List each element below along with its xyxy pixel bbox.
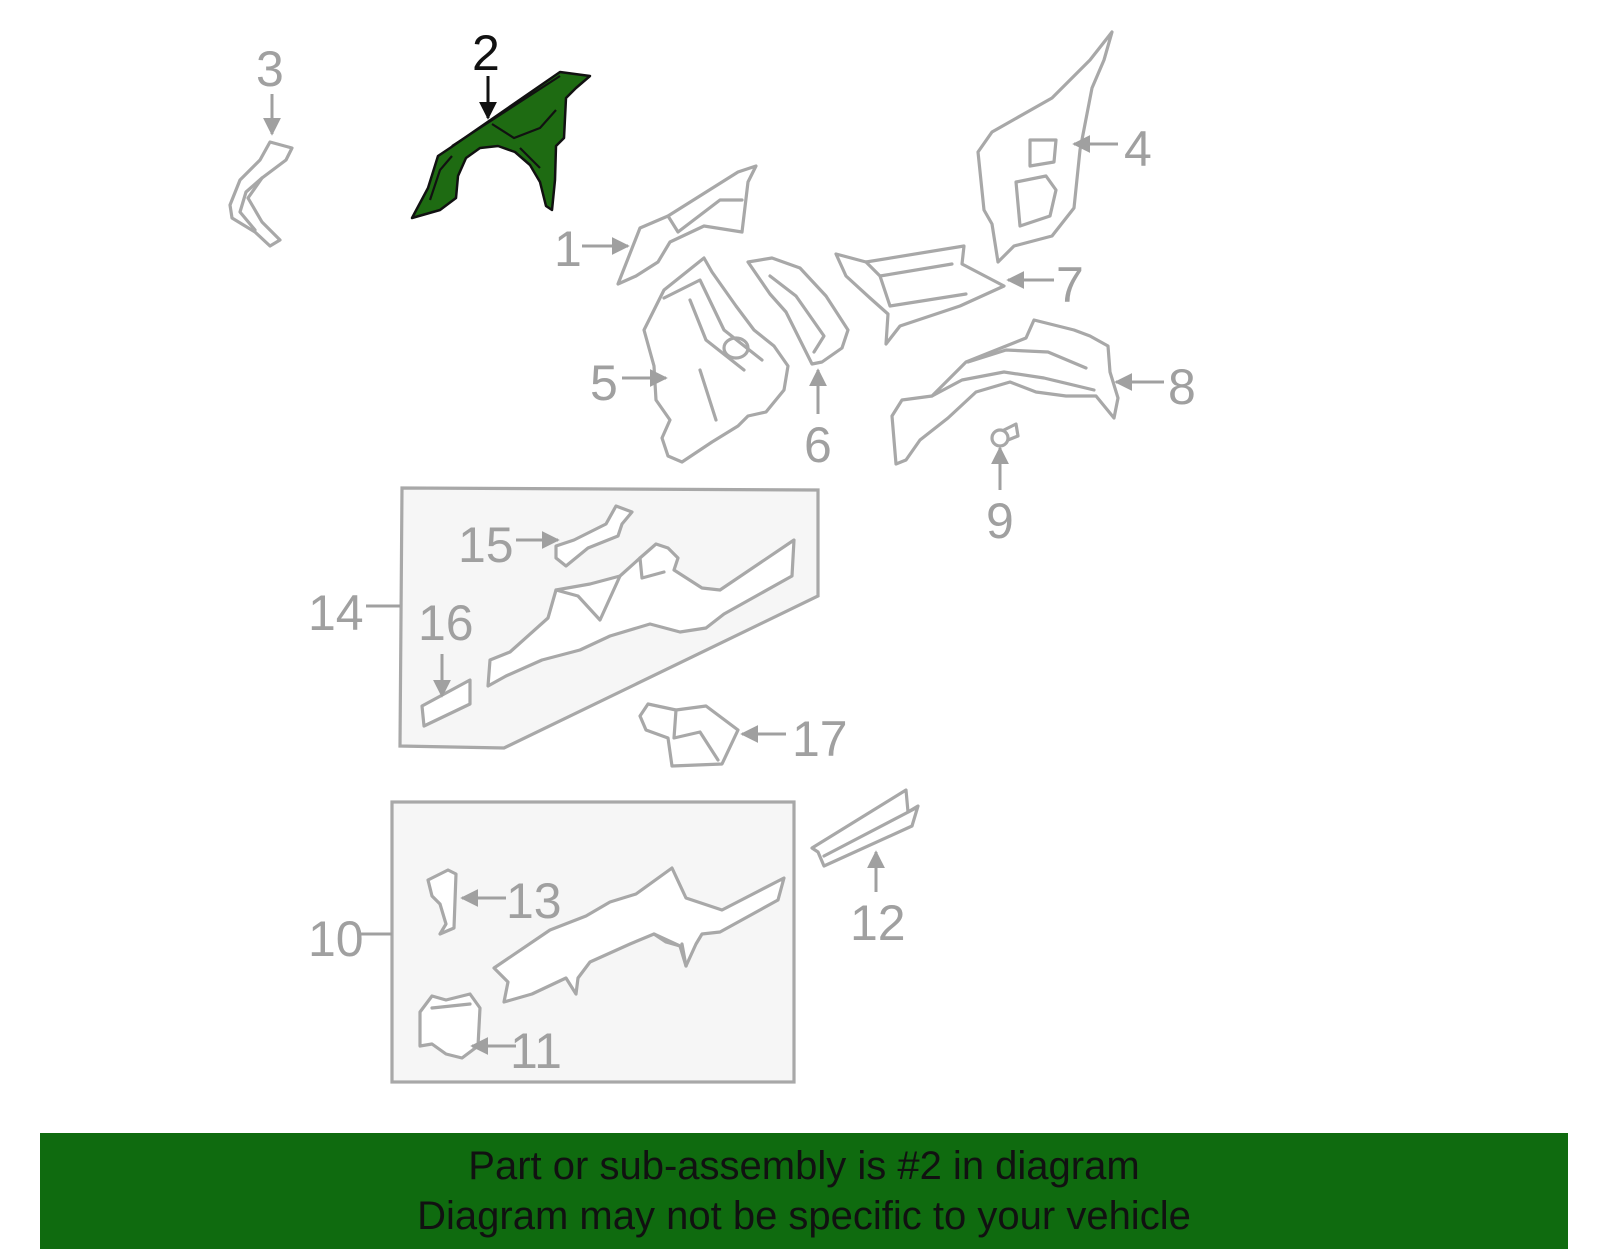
label-6: 6 bbox=[804, 417, 832, 473]
part-9[interactable]: 9 bbox=[986, 422, 1020, 549]
part-15[interactable] bbox=[554, 504, 634, 568]
part-17[interactable]: 17 bbox=[638, 702, 848, 768]
label-16: 16 bbox=[418, 595, 474, 651]
label-14: 14 bbox=[308, 585, 364, 641]
label-4: 4 bbox=[1124, 121, 1152, 177]
label-1: 1 bbox=[554, 221, 582, 277]
label-2: 2 bbox=[472, 25, 500, 81]
group-10[interactable]: 10 13 11 bbox=[308, 800, 796, 1084]
label-15: 15 bbox=[458, 517, 514, 573]
banner-line-1: Part or sub-assembly is #2 in diagram bbox=[468, 1144, 1140, 1188]
part-13[interactable] bbox=[426, 868, 458, 936]
parts-diagram: 3 2 1 4 5 6 7 bbox=[228, 25, 1196, 1084]
label-3: 3 bbox=[256, 41, 284, 97]
label-8: 8 bbox=[1168, 359, 1196, 415]
part-7[interactable]: 7 bbox=[834, 244, 1084, 346]
label-11: 11 bbox=[510, 1023, 562, 1079]
label-10: 10 bbox=[308, 911, 364, 967]
part-16[interactable] bbox=[420, 678, 472, 728]
label-5: 5 bbox=[590, 355, 618, 411]
part-5[interactable]: 5 bbox=[590, 256, 790, 464]
label-17: 17 bbox=[792, 711, 848, 767]
part-3[interactable]: 3 bbox=[228, 41, 294, 248]
part-4[interactable]: 4 bbox=[976, 30, 1152, 264]
banner-line-2: Diagram may not be specific to your vehi… bbox=[417, 1194, 1191, 1238]
label-9: 9 bbox=[986, 493, 1014, 549]
part-12[interactable]: 12 bbox=[810, 788, 920, 951]
label-7: 7 bbox=[1056, 257, 1084, 313]
part-6[interactable]: 6 bbox=[746, 256, 850, 473]
label-13: 13 bbox=[506, 873, 562, 929]
part-8[interactable]: 8 bbox=[890, 318, 1196, 466]
label-12: 12 bbox=[850, 895, 906, 951]
part-2-highlighted[interactable]: 2 bbox=[410, 25, 592, 220]
info-banner: Part or sub-assembly is #2 in diagram Di… bbox=[40, 1133, 1568, 1249]
part-10-rail[interactable] bbox=[492, 866, 786, 1004]
group-14[interactable]: 14 15 16 bbox=[308, 486, 820, 750]
part-1[interactable]: 1 bbox=[554, 164, 758, 286]
